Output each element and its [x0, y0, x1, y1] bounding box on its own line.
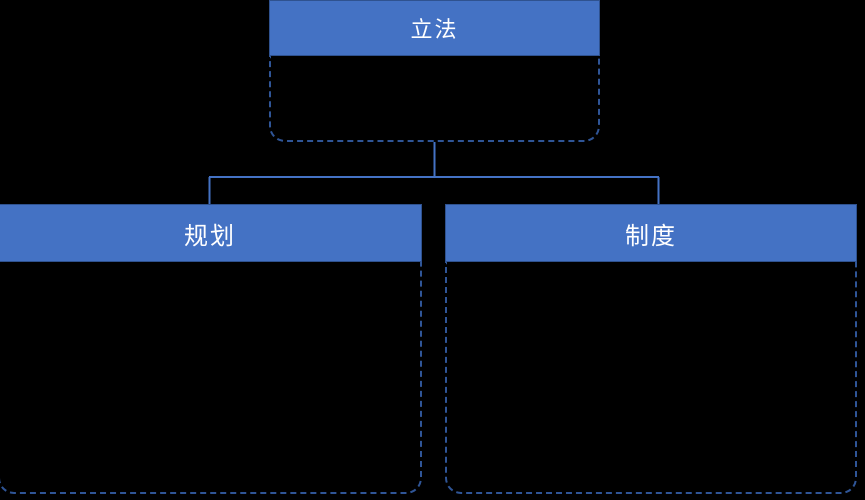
node-root[interactable]: 立法 — [269, 0, 600, 142]
node-left[interactable]: 规划 — [0, 204, 422, 494]
node-right-body[interactable] — [445, 262, 857, 494]
node-right-header[interactable]: 制度 — [445, 204, 857, 262]
node-left-title: 规划 — [184, 222, 236, 250]
node-left-body[interactable] — [0, 262, 422, 494]
node-left-header[interactable]: 规划 — [0, 204, 422, 262]
node-root-body[interactable] — [269, 56, 600, 142]
node-root-header[interactable]: 立法 — [269, 0, 600, 56]
node-right[interactable]: 制度 — [445, 204, 857, 494]
node-right-title: 制度 — [625, 222, 677, 250]
node-root-title: 立法 — [410, 17, 459, 42]
